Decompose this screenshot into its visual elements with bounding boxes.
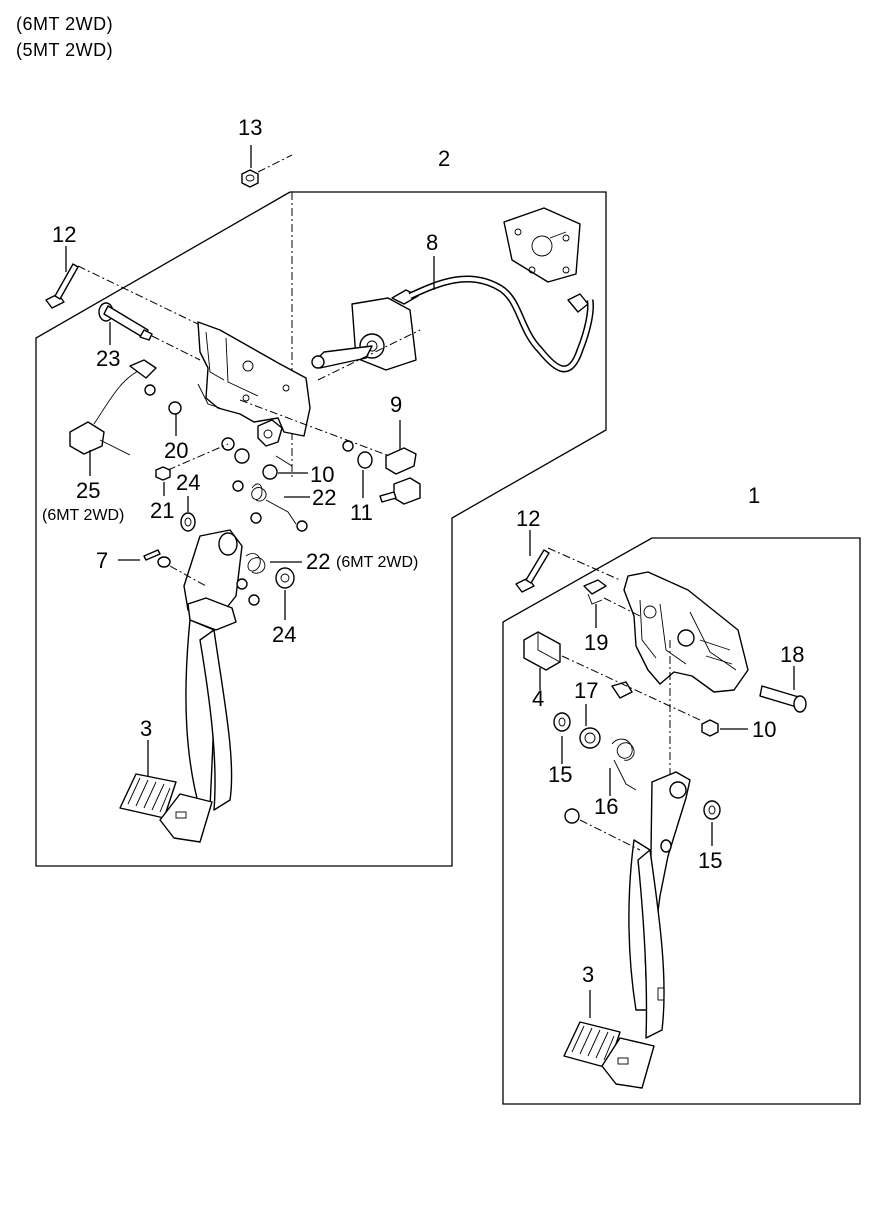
callout-16: 16 xyxy=(594,794,618,819)
callout-1: 1 xyxy=(748,483,760,508)
switch-9-icon xyxy=(379,447,421,505)
callout-15: 15 xyxy=(548,762,572,787)
bushing-24b-icon xyxy=(275,567,295,589)
callout-8: 8 xyxy=(426,230,438,255)
spring-22-icon xyxy=(232,480,308,532)
pin-18-icon xyxy=(759,685,807,713)
callout-23: 23 xyxy=(96,346,120,371)
spring-16-icon xyxy=(611,738,637,791)
spring-22b-icon xyxy=(236,553,266,606)
bushing-24-icon xyxy=(180,512,196,532)
stopper-7-icon xyxy=(143,549,171,568)
callout-21: 21 xyxy=(150,498,174,523)
bolt-12b-icon xyxy=(515,549,550,593)
bolt-12-icon xyxy=(45,263,79,309)
master-cylinder-8-icon xyxy=(311,275,594,373)
nut-10-icon xyxy=(262,464,278,480)
callout-10: 10 xyxy=(310,462,334,487)
callout-25: 25 xyxy=(76,478,100,503)
switch-4-icon xyxy=(523,631,561,671)
callout-7: 7 xyxy=(96,548,108,573)
callout-2: 2 xyxy=(438,146,450,171)
callout-15b: 15 xyxy=(698,848,722,873)
pedal-bracket-1-icon xyxy=(611,571,749,699)
note-22-variant: (6MT 2WD) xyxy=(336,554,418,571)
pivot-bolt-23-icon xyxy=(98,302,153,341)
callout-3: 3 xyxy=(140,716,152,741)
clip-19-icon xyxy=(583,579,607,605)
callout-4: 4 xyxy=(532,686,544,711)
callout-19: 19 xyxy=(584,630,608,655)
bushing-15b-icon xyxy=(703,800,721,820)
nut-13-icon xyxy=(241,169,259,188)
clutch-pedal-3-lower-icon xyxy=(563,771,691,1089)
callout-20: 20 xyxy=(164,438,188,463)
callout-10b: 10 xyxy=(752,717,776,742)
bushing-17-icon xyxy=(579,727,601,749)
callout-3b: 3 xyxy=(582,962,594,987)
pedal-bracket-icon xyxy=(197,321,311,447)
bushing-15-icon xyxy=(553,712,571,732)
callout-22: 22 xyxy=(312,485,336,510)
callout-24b: 24 xyxy=(272,622,296,647)
callout-17: 17 xyxy=(574,678,598,703)
gasket-plate-icon xyxy=(503,207,581,283)
callout-18: 18 xyxy=(780,642,804,667)
assembly-2-frame xyxy=(35,191,607,867)
sensor-25-icon xyxy=(69,359,157,455)
variant-label-5mt: (5MT 2WD) xyxy=(16,40,114,60)
callout-11: 11 xyxy=(350,500,373,525)
callout-12b: 12 xyxy=(516,506,540,531)
nut-10b-icon xyxy=(701,719,719,737)
callout-24: 24 xyxy=(176,470,200,495)
ball-16-icon xyxy=(564,808,580,824)
assembly-1-frame xyxy=(502,537,861,1105)
note-25-variant: (6MT 2WD) xyxy=(42,507,124,524)
callout-22b: 22 xyxy=(306,549,330,574)
clutch-pedal-3-upper-icon xyxy=(119,529,243,843)
washer-11-icon xyxy=(342,440,373,469)
variant-label-6mt: (6MT 2WD) xyxy=(16,14,114,34)
callout-9: 9 xyxy=(390,392,402,417)
callout-12: 12 xyxy=(52,222,76,247)
bolt-20-icon xyxy=(144,384,182,415)
callout-13: 13 xyxy=(238,115,262,140)
